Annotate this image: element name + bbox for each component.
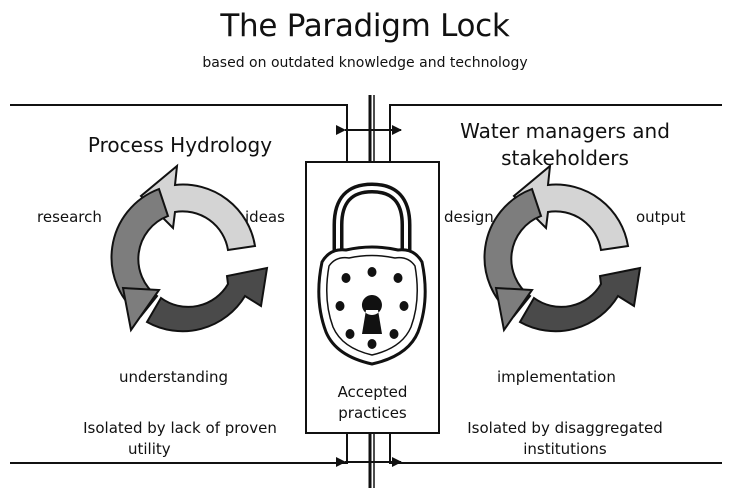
right-cycle-segment-dark bbox=[518, 266, 642, 333]
left-panel-footer: Isolated by lack of proven utility bbox=[50, 418, 310, 460]
right-cycle-segment-light bbox=[512, 163, 630, 252]
right-panel-heading-line2: stakeholders bbox=[501, 146, 629, 170]
left-panel-heading: Process Hydrology bbox=[87, 133, 273, 157]
left-panel-footer-line2: utility bbox=[128, 440, 171, 458]
right-cycle-arrowhead-mid bbox=[494, 286, 534, 333]
right-panel-heading: Water managers and stakeholders bbox=[415, 118, 715, 172]
lock-label-line2: practices bbox=[338, 404, 407, 422]
right-cycle bbox=[483, 163, 642, 333]
right-panel-footer-line1: Isolated by disaggregated bbox=[467, 419, 663, 437]
right-panel-heading-line1: Water managers and bbox=[460, 119, 670, 143]
right-panel-footer: Isolated by disaggregated institutions bbox=[430, 418, 700, 460]
diagram-subtitle: based on outdated knowledge and technolo… bbox=[202, 55, 528, 71]
right-panel-footer-line2: institutions bbox=[523, 440, 607, 458]
lock-label-line1: Accepted bbox=[337, 383, 408, 401]
right-cycle-label-output: output bbox=[636, 208, 686, 226]
keyhole bbox=[361, 295, 382, 334]
left-panel-footer-line1: Isolated by lack of proven bbox=[83, 419, 277, 437]
left-cycle-label-ideas: ideas bbox=[245, 208, 285, 226]
padlock-icon bbox=[317, 182, 427, 366]
left-cycle-arrowhead-mid bbox=[121, 286, 161, 333]
lock-label: Accepted practices bbox=[306, 382, 439, 424]
left-cycle-label-understanding: understanding bbox=[119, 368, 229, 386]
left-cycle-label-research: research bbox=[37, 208, 102, 226]
diagram-title: The Paradigm Lock bbox=[220, 8, 510, 44]
left-cycle bbox=[110, 163, 269, 333]
right-cycle-label-implementation: implementation bbox=[497, 368, 616, 386]
left-cycle-segment-dark bbox=[145, 266, 269, 333]
right-cycle-label-design: design bbox=[444, 208, 494, 226]
left-cycle-segment-light bbox=[139, 163, 257, 252]
